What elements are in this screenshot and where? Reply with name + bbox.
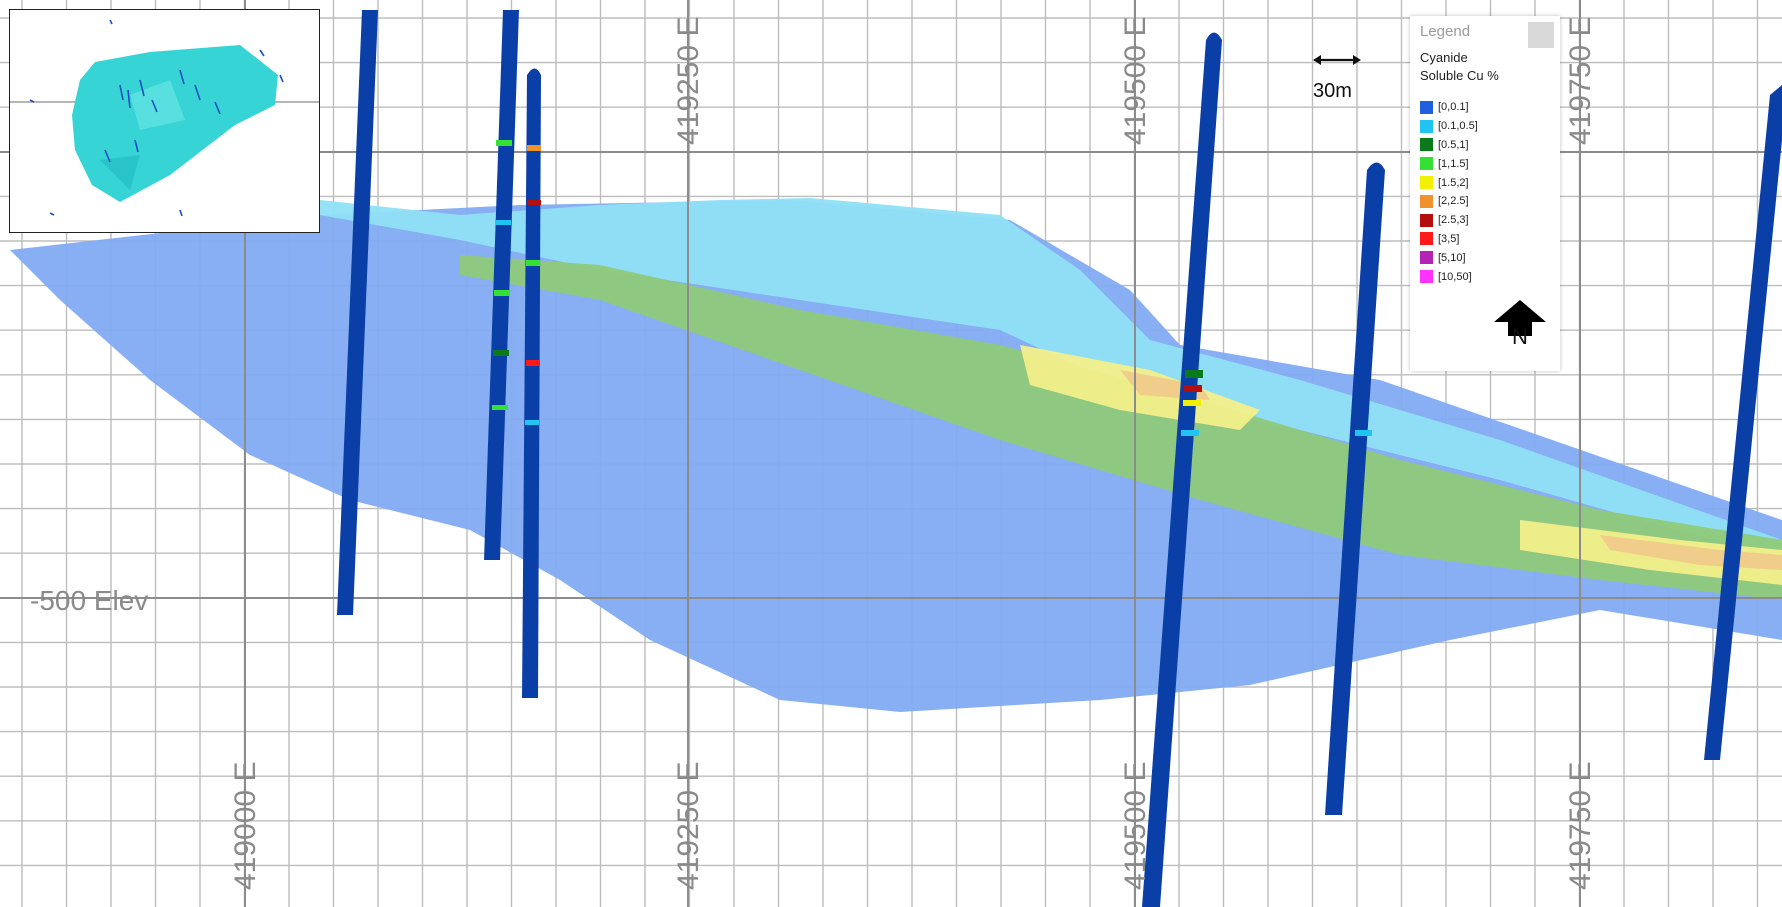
legend-item-label: [2.5,3] [1438, 214, 1469, 227]
north-label: N [1512, 324, 1528, 349]
legend-items: [0,0.1] [0.1,0.5] [0.5,1] [1,1.5] [1.5,2] [2,… [1420, 98, 1478, 286]
legend-variable-line: Cyanide [1420, 50, 1468, 65]
legend-swatch [1420, 213, 1433, 227]
legend-variable-line: Soluble Cu % [1420, 68, 1499, 83]
scale-label: 30m [1313, 80, 1352, 102]
easting-label-top: 419750 E [1564, 17, 1597, 145]
legend-item: [1,1.5] [1420, 154, 1478, 173]
legend-item: [2,2.5] [1420, 192, 1478, 211]
easting-label-bottom: 419250 E [672, 762, 705, 890]
legend-item: [0.5,1] [1420, 136, 1478, 155]
legend-item-label: [0.1,0.5] [1438, 120, 1478, 133]
legend-item-label: [5,10] [1438, 251, 1466, 264]
drillholes [337, 10, 1782, 907]
north-arrow-icon [1494, 300, 1546, 336]
legend-swatch [1420, 138, 1433, 152]
easting-label-bottom: 419000 E [229, 762, 262, 890]
legend-item-label: [2,2.5] [1438, 195, 1469, 208]
inset-map [10, 19, 319, 217]
legend-panel[interactable]: Legend Cyanide Soluble Cu % [0,0.1] [0.1,… [1410, 16, 1560, 371]
drillhole[interactable] [522, 68, 541, 699]
legend-swatch [1420, 232, 1433, 246]
legend-swatch [1420, 100, 1433, 114]
drillhole[interactable] [1142, 32, 1222, 907]
easting-label-top: 419500 E [1119, 17, 1152, 145]
easting-labels: 419000 E 419250 E 419250 E 419500 E 4195… [229, 17, 1597, 890]
legend-item: [5,10] [1420, 248, 1478, 267]
easting-label-bottom: 419500 E [1119, 762, 1152, 890]
legend-item-label: [3,5] [1438, 232, 1460, 245]
legend-item-label: [0.5,1] [1438, 138, 1469, 151]
easting-label-bottom: 419750 E [1564, 762, 1597, 890]
drillhole[interactable] [337, 10, 378, 615]
drillhole[interactable] [1325, 162, 1385, 816]
legend-swatch [1420, 157, 1433, 171]
oxide-zone-body [320, 198, 1782, 560]
legend-item: [1.5,2] [1420, 173, 1478, 192]
plan-view-inset[interactable] [9, 9, 320, 233]
drillhole[interactable] [1704, 85, 1782, 760]
legend-swatch [1420, 176, 1433, 190]
legend-item: [0,0.1] [1420, 98, 1478, 117]
legend-item-label: [1.5,2] [1438, 176, 1469, 189]
inset-drill-traces [29, 19, 284, 217]
mineralized-band-green [460, 255, 1782, 600]
outer-shell-body [10, 200, 1782, 712]
legend-swatch [1420, 119, 1433, 133]
legend-swatch [1420, 270, 1433, 284]
legend-item: [10,50] [1420, 267, 1478, 286]
legend-title: Legend [1420, 23, 1471, 40]
drillhole[interactable] [484, 10, 519, 560]
elevation-label: -500 Elev [30, 585, 148, 616]
legend-item-label: [0,0.1] [1438, 101, 1469, 114]
legend-swatch [1420, 194, 1433, 208]
legend-item-label: [10,50] [1438, 270, 1472, 283]
legend-swatch [1420, 251, 1433, 265]
legend-item: [2.5,3] [1420, 211, 1478, 230]
orebody-plan-shape [72, 45, 278, 202]
easting-label-top: 419250 E [672, 17, 705, 145]
scale-bar: 30m [1313, 50, 1373, 110]
legend-collapse-button[interactable] [1528, 22, 1554, 48]
legend-item: [0.1,0.5] [1420, 117, 1478, 136]
double-arrow-icon [1313, 55, 1361, 65]
legend-item-label: [1,1.5] [1438, 157, 1469, 170]
legend-variable: Cyanide Soluble Cu % [1420, 49, 1550, 85]
legend-item: [3,5] [1420, 230, 1478, 249]
